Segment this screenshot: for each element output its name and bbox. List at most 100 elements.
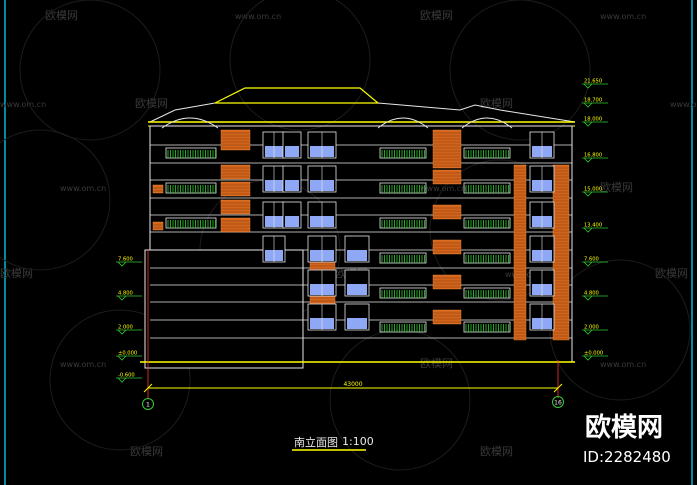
- level-markers-right: 21.650 18.700 18.000 16.800 15.000 13.400 7.60…: [582, 79, 608, 361]
- level-marker: 7.600: [582, 257, 608, 267]
- axis-bubble-right: [552, 396, 564, 408]
- brick-panel: [432, 274, 462, 290]
- brick-panel: [152, 184, 164, 194]
- watermark-ring: [229, 0, 371, 131]
- level-label: 21.650: [584, 79, 602, 85]
- level-marker: 21.650: [582, 79, 608, 89]
- brick-panel: [552, 164, 570, 341]
- title-scale: 1:100: [342, 435, 374, 448]
- window-glass: [285, 146, 299, 157]
- window-glass: [347, 250, 367, 261]
- watermark-tile: 欧模网: [0, 267, 33, 280]
- level-label: 13.400: [584, 223, 602, 229]
- watermark-ring: [449, 0, 591, 141]
- level-triangle: [117, 295, 127, 301]
- balcony-railing: [463, 252, 511, 264]
- level-label: 18.700: [584, 98, 602, 104]
- balcony-railings: [165, 147, 511, 333]
- level-triangle: [583, 102, 593, 108]
- balcony-railing: [463, 182, 511, 194]
- watermark-tile: 欧模网: [420, 357, 453, 370]
- watermark-tile: 欧模网: [480, 97, 513, 110]
- watermark-tile: 欧模网: [600, 181, 633, 194]
- balcony-railing: [379, 182, 427, 194]
- brick-panel: [513, 164, 527, 341]
- balcony-railing: [463, 321, 511, 333]
- level-label: 7.600: [584, 257, 599, 263]
- level-triangle: [117, 355, 127, 361]
- roof-left-slope: [149, 102, 216, 123]
- level-triangle: [583, 157, 593, 163]
- level-label: 15.000: [584, 187, 602, 193]
- level-marker: 16.800: [582, 153, 608, 163]
- balcony-railing: [379, 147, 427, 159]
- level-triangle: [583, 83, 593, 89]
- level-triangle: [583, 261, 593, 267]
- level-label: 2.000: [118, 325, 133, 331]
- watermark-tile: 欧模网: [420, 9, 453, 22]
- watermark-tile: www.om.cn: [60, 184, 106, 193]
- dimension-overall: 43000: [143, 250, 563, 398]
- watermark-ring: [19, 0, 161, 141]
- watermark-tile: www.om.cn: [600, 360, 646, 369]
- brick-panel: [432, 204, 462, 220]
- floor-lines: [150, 144, 572, 339]
- window-glass: [285, 180, 299, 191]
- roof-center: [214, 87, 380, 104]
- level-marker: ±0.000: [582, 351, 608, 361]
- balcony-railing: [463, 287, 511, 299]
- level-label: 4.800: [584, 291, 599, 297]
- level-label: ±0.000: [584, 351, 603, 357]
- grid-axis-right: 16: [552, 396, 564, 408]
- axis-label-left: 1: [146, 401, 150, 409]
- watermark-tile: 欧模网: [655, 267, 688, 280]
- watermark-ring: [49, 309, 191, 451]
- watermark-tile: www.om.cn: [600, 12, 646, 21]
- watermark-tile: www.om.cn: [235, 12, 281, 21]
- watermark-tile: 欧模网: [45, 9, 78, 22]
- level-triangle: [117, 261, 127, 267]
- level-marker: 13.400: [582, 223, 608, 233]
- level-marker: 7.600: [116, 257, 142, 267]
- level-triangle: [583, 295, 593, 301]
- watermark-ring: [329, 329, 471, 471]
- building-elevation: [140, 87, 576, 369]
- level-marker: -0.600: [116, 373, 142, 383]
- level-triangle: [117, 329, 127, 335]
- axis-label-right: 16: [554, 400, 562, 407]
- level-marker: 4.800: [116, 291, 142, 301]
- dimension-tick-right: [553, 383, 563, 393]
- drawing-title: 南立面图 1:100: [292, 435, 374, 451]
- podium-block: [144, 249, 304, 369]
- level-marker: 18.000: [582, 117, 608, 127]
- watermark-tile: www.om.cn: [0, 100, 46, 109]
- level-triangle: [117, 377, 127, 383]
- watermark-tile: 欧模网: [480, 445, 513, 458]
- roof-right-slope: [377, 102, 576, 123]
- level-triangle: [583, 121, 593, 127]
- watermark-ring: [549, 259, 691, 401]
- brick-panel: [432, 309, 462, 325]
- level-marker: 2.000: [116, 325, 142, 335]
- level-label: ±0.000: [118, 351, 137, 357]
- window-glass: [347, 284, 367, 295]
- brand-logo-text: 欧模网: [585, 412, 663, 443]
- brick-panel: [220, 199, 251, 215]
- balcony-railing: [165, 147, 217, 159]
- watermark-ring: [429, 159, 571, 301]
- level-label: 16.800: [584, 153, 602, 159]
- gable-arch-2: [377, 117, 429, 129]
- brick-panel: [220, 217, 251, 233]
- title-cn: 南立面图: [294, 435, 338, 449]
- balcony-railing: [379, 252, 427, 264]
- watermark-tile: 欧模网: [130, 445, 163, 458]
- level-triangle: [583, 329, 593, 335]
- dimension-tick-left: [143, 383, 153, 393]
- balcony-railing: [379, 217, 427, 229]
- brick-panel: [152, 221, 164, 231]
- level-marker: 15.000: [582, 187, 608, 197]
- level-triangle: [583, 227, 593, 233]
